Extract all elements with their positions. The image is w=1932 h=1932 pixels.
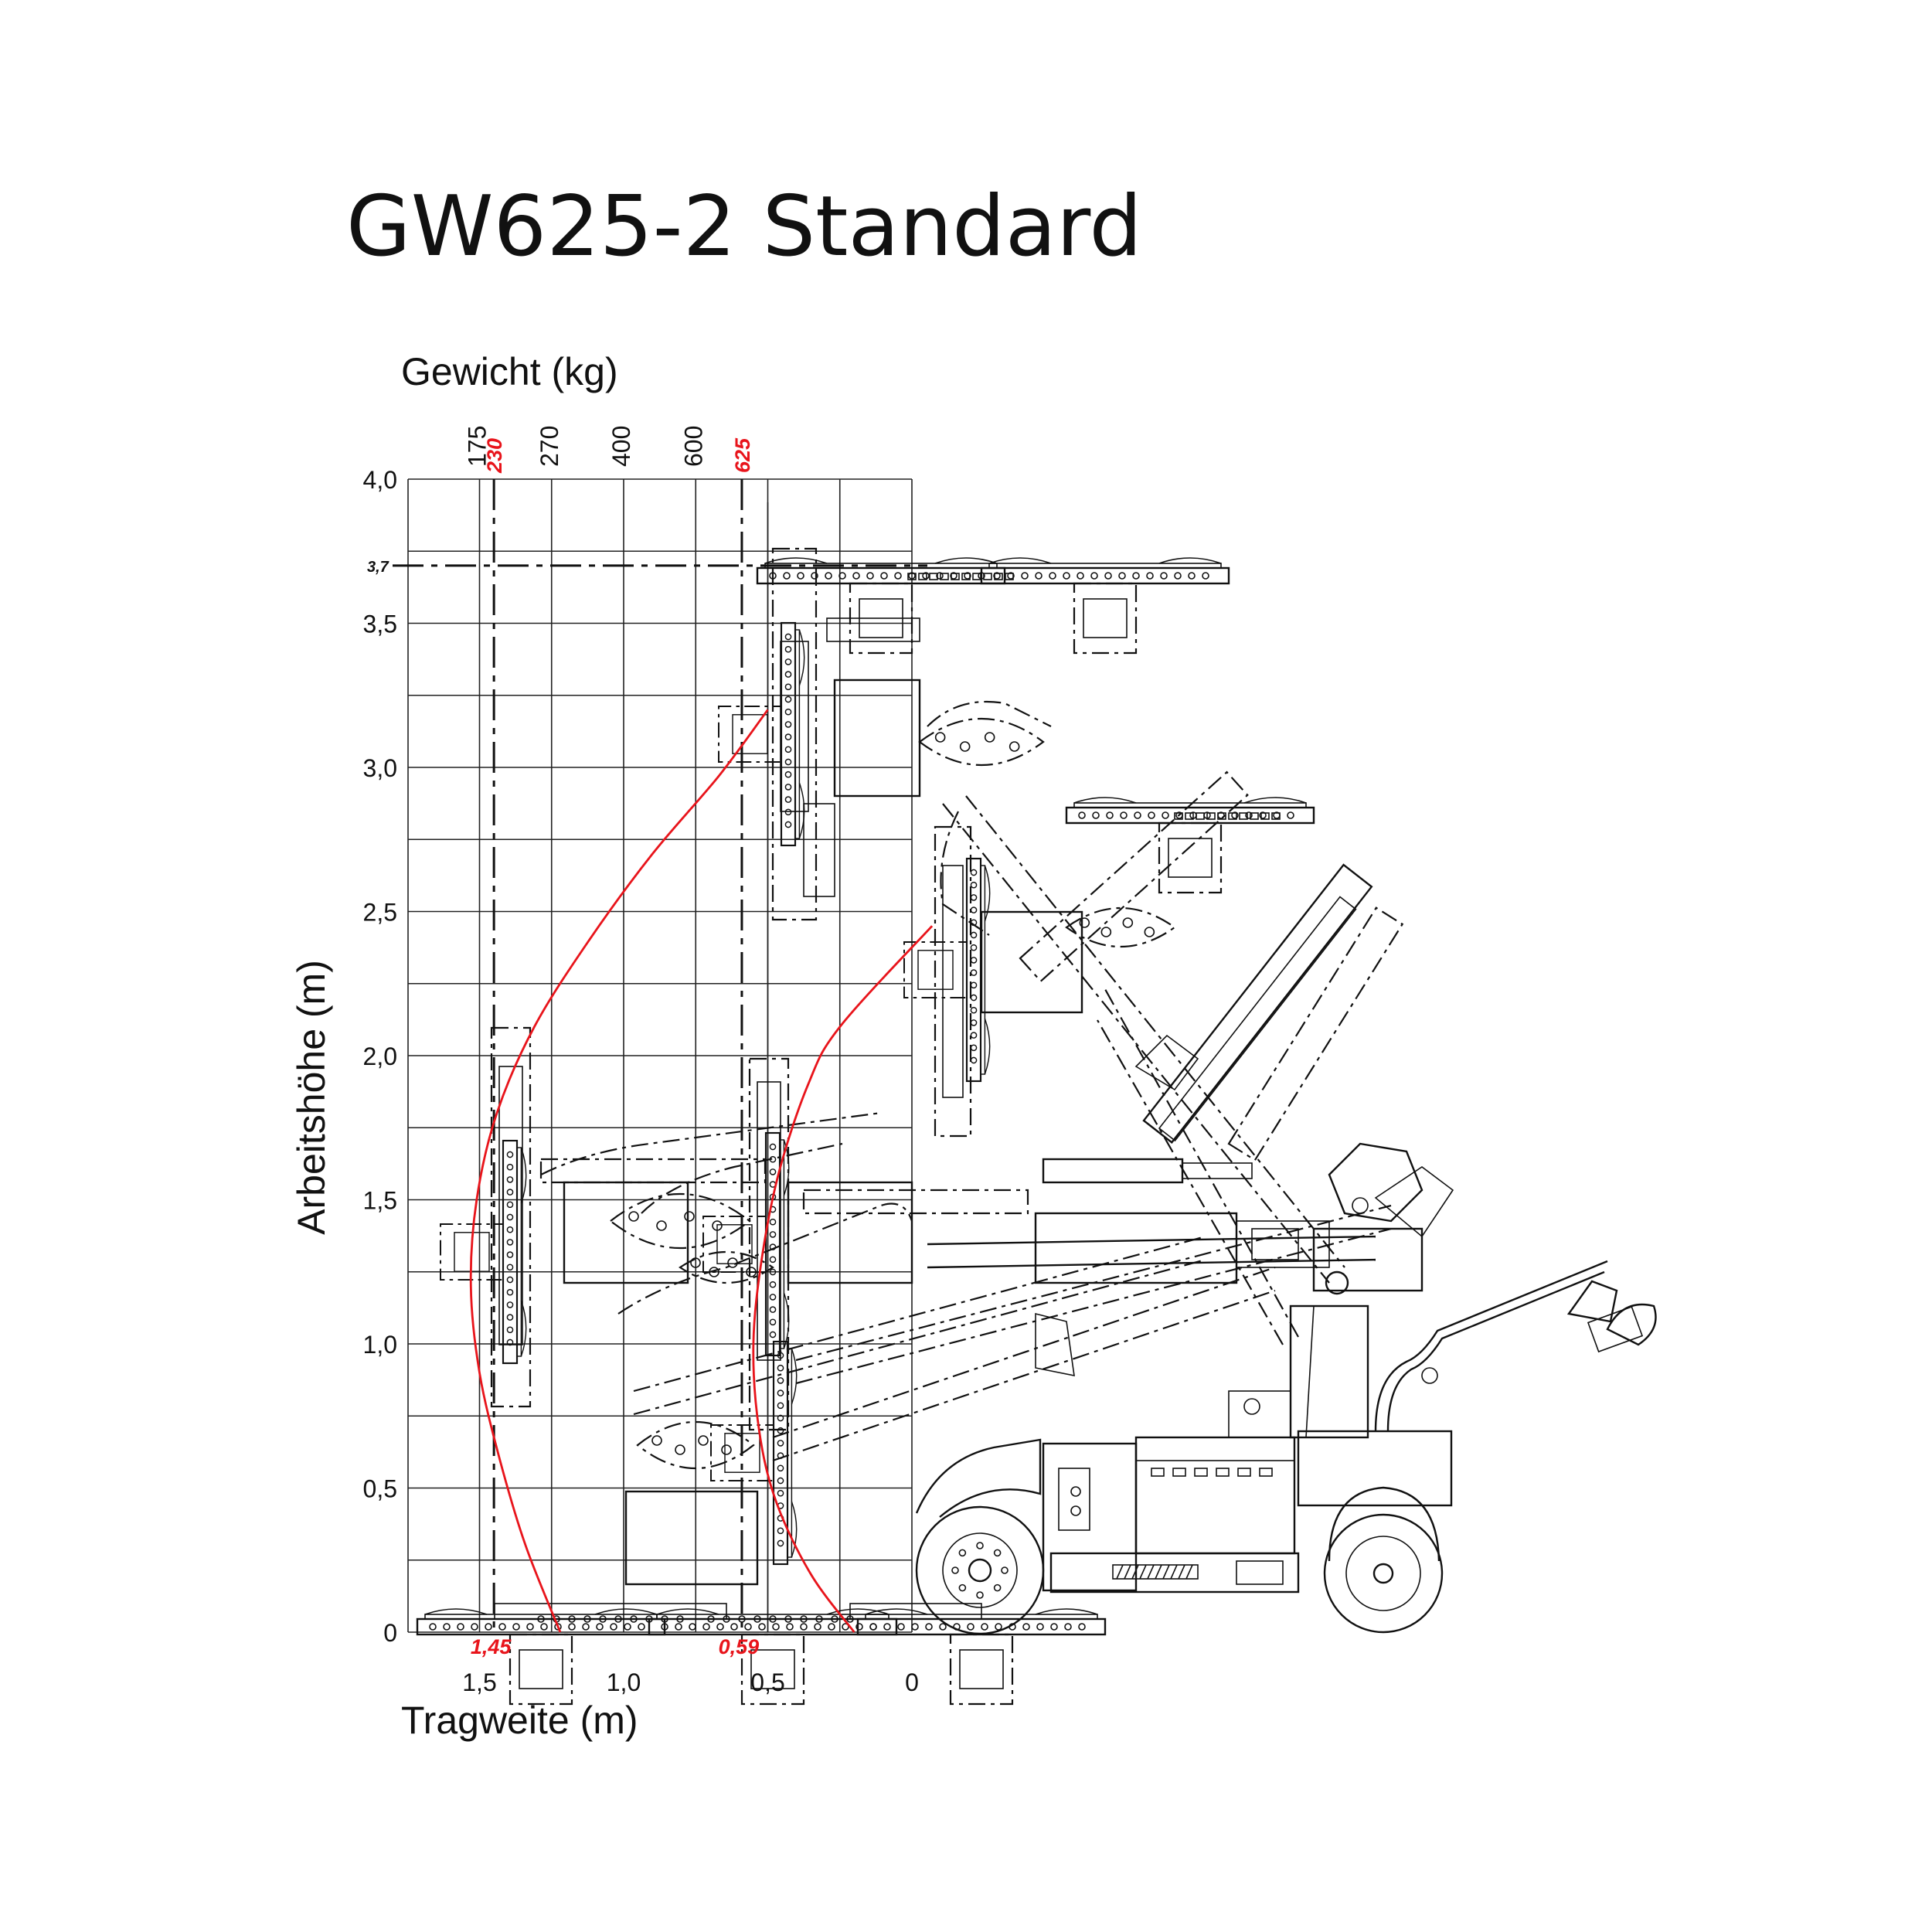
- x-tick-label: 1,5: [462, 1668, 496, 1696]
- reach-envelope: [469, 709, 934, 1633]
- weight-tick-label: 230: [483, 438, 506, 474]
- grid: [407, 478, 913, 1633]
- y-tick-label: 1,5: [363, 1187, 397, 1215]
- x-axis-title: Tragweite (m): [401, 1699, 638, 1742]
- envelope-curve-1: [469, 709, 769, 1633]
- reference-x-label: 0,59: [719, 1635, 760, 1658]
- weight-tick-label: 270: [536, 426, 563, 467]
- x-tick-label: 1,0: [607, 1668, 641, 1696]
- y-tick-label: 4,0: [363, 466, 397, 494]
- glazing-robot-machine-drawing-icon: [416, 547, 1657, 1706]
- chart-title: GW625-2 Standard: [346, 179, 1142, 275]
- y-tick-label: 1,0: [363, 1331, 397, 1359]
- x-tick-label: 0: [905, 1668, 919, 1696]
- y-axis-title: Arbeitshöhe (m): [290, 960, 333, 1235]
- weight-tick-label: 600: [679, 426, 707, 467]
- y-tick-label: 3,0: [363, 754, 397, 782]
- y-tick-label: 2,0: [363, 1043, 397, 1070]
- weight-tick-label: 625: [731, 437, 754, 473]
- y-tick-label: 3,5: [363, 611, 397, 638]
- y-tick-label: 2,5: [363, 899, 397, 927]
- x-tick-label: 0,5: [750, 1668, 784, 1696]
- y-tick-label: 0: [383, 1619, 397, 1647]
- reference-x-label: 1,45: [471, 1635, 512, 1658]
- tick-labels: 0 0,5 1,0 1,5 2,0 2,5 3,0 3,5 4,0 1,5 1,0 0,5 0 17523…: [363, 426, 919, 1696]
- reference-y-label: 3,7: [367, 559, 389, 576]
- weight-axis-title: Gewicht (kg): [401, 350, 618, 393]
- y-tick-label: 0,5: [363, 1475, 397, 1503]
- weight-tick-label: 400: [607, 426, 635, 467]
- weight-tick-label: 175: [464, 426, 492, 467]
- envelope-curve-2: [752, 925, 934, 1633]
